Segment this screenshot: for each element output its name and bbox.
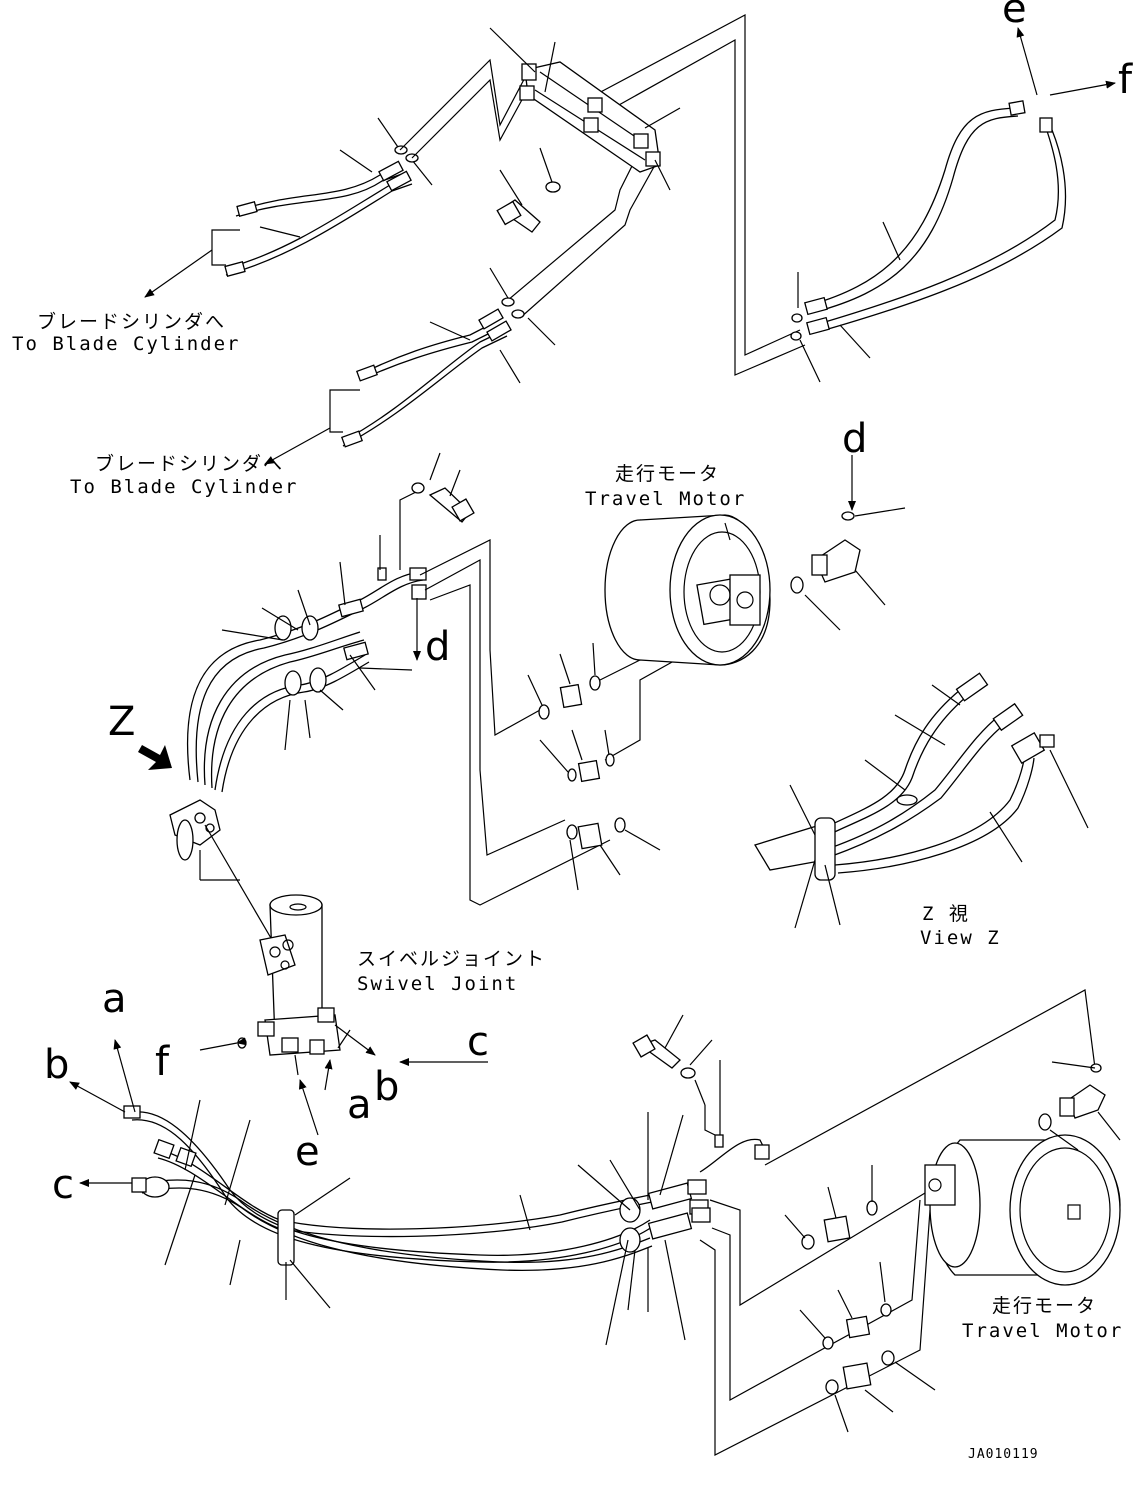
letter-a-bottom: a	[347, 1082, 372, 1128]
bottom-hoses	[69, 1014, 770, 1346]
letter-f-left: f	[155, 1039, 170, 1085]
blade-hoses-upper	[144, 117, 433, 298]
travel-motor-1-label-jp: 走行モータ	[615, 463, 720, 485]
text-labels: ブレードシリンダへ To Blade Cylinder ブレードシリンダへ To…	[12, 310, 1123, 1462]
blade-hoses-middle	[264, 267, 556, 465]
letter-d-mid: d	[425, 624, 450, 670]
blade-top-label-en: To Blade Cylinder	[12, 333, 240, 355]
travel-motor-1	[604, 514, 771, 666]
letter-c-right: c	[467, 1019, 489, 1065]
swivel-joint-label-jp: スイベルジョイント	[357, 948, 546, 970]
letter-c-left: c	[52, 1162, 74, 1208]
swivel-joint	[199, 894, 488, 1136]
letter-b-left: b	[44, 1042, 69, 1088]
travel-motor-2-label-en: Travel Motor	[962, 1320, 1123, 1342]
valve-block-top	[489, 27, 681, 233]
letter-a-left: a	[102, 976, 127, 1022]
travel-motor-2-label-jp: 走行モータ	[992, 1295, 1097, 1317]
blade-top-label-jp: ブレードシリンダへ	[37, 310, 226, 333]
connection-lines-top	[399, 14, 806, 376]
letter-z: Z	[108, 699, 135, 745]
connection-lines-bottom	[699, 989, 1096, 1456]
letter-e-bottom: e	[295, 1129, 320, 1175]
swivel-upper-hoses	[138, 452, 475, 946]
blade-mid-label-jp: ブレードシリンダへ	[95, 452, 284, 475]
swivel-joint-label-en: Swivel Joint	[357, 973, 518, 995]
view-z-label-jp: Z 視	[922, 903, 970, 925]
letter-e-top: e	[1002, 0, 1027, 32]
motor-1-fittings	[527, 455, 906, 891]
reference-letters: e f d d Z a b c f c a b e	[44, 0, 1133, 1208]
motor-2-fittings	[784, 1061, 1121, 1433]
view-z-label-en: View Z	[920, 927, 1001, 949]
hoses-right-top	[790, 27, 1116, 383]
letter-d-top: d	[842, 416, 867, 462]
blade-mid-label-en: To Blade Cylinder	[70, 476, 298, 498]
drawing-code: JA010119	[968, 1447, 1039, 1462]
travel-motor-1-label-en: Travel Motor	[585, 488, 746, 510]
view-z-detail	[754, 672, 1089, 929]
letter-f-top: f	[1118, 57, 1133, 103]
travel-motor-2	[924, 1134, 1121, 1286]
letter-b-bottom: b	[374, 1064, 399, 1110]
